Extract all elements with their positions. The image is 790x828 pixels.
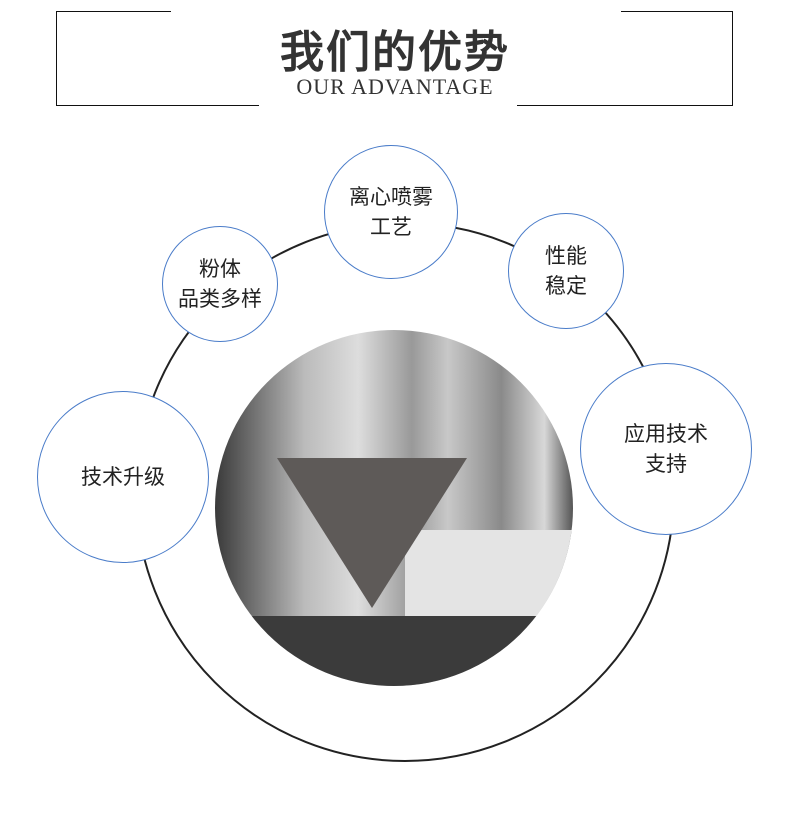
feature-text: 性能: [545, 244, 587, 268]
feature-stable-performance: 性能稳定: [508, 213, 624, 329]
feature-text: 粉体: [199, 257, 241, 281]
feature-text: 技术升级: [81, 465, 165, 489]
feature-text: 品类多样: [178, 287, 262, 311]
feature-text: 离心喷雾: [349, 185, 433, 209]
feature-powder-variety: 粉体品类多样: [162, 226, 278, 342]
feature-text: 支持: [645, 452, 687, 476]
photo-floor: [215, 616, 573, 686]
feature-text: 稳定: [545, 274, 587, 298]
frame-line: [56, 11, 57, 106]
spray-dryer-photo: [215, 330, 573, 686]
feature-spray-process: 离心喷雾工艺: [324, 145, 458, 279]
frame-line: [621, 11, 733, 12]
page-title: 我们的优势: [280, 27, 510, 78]
frame-line: [517, 105, 733, 106]
frame-line: [56, 105, 259, 106]
feature-tech-support: 应用技术支持: [580, 363, 752, 535]
feature-text: 工艺: [370, 215, 412, 239]
feature-tech-upgrade: 技术升级: [37, 391, 209, 563]
photo-cone: [277, 458, 467, 608]
frame-line: [732, 11, 733, 106]
feature-text: 应用技术: [624, 422, 708, 446]
frame-line: [56, 11, 171, 12]
page-subtitle: OUR ADVANTAGE: [296, 74, 494, 99]
